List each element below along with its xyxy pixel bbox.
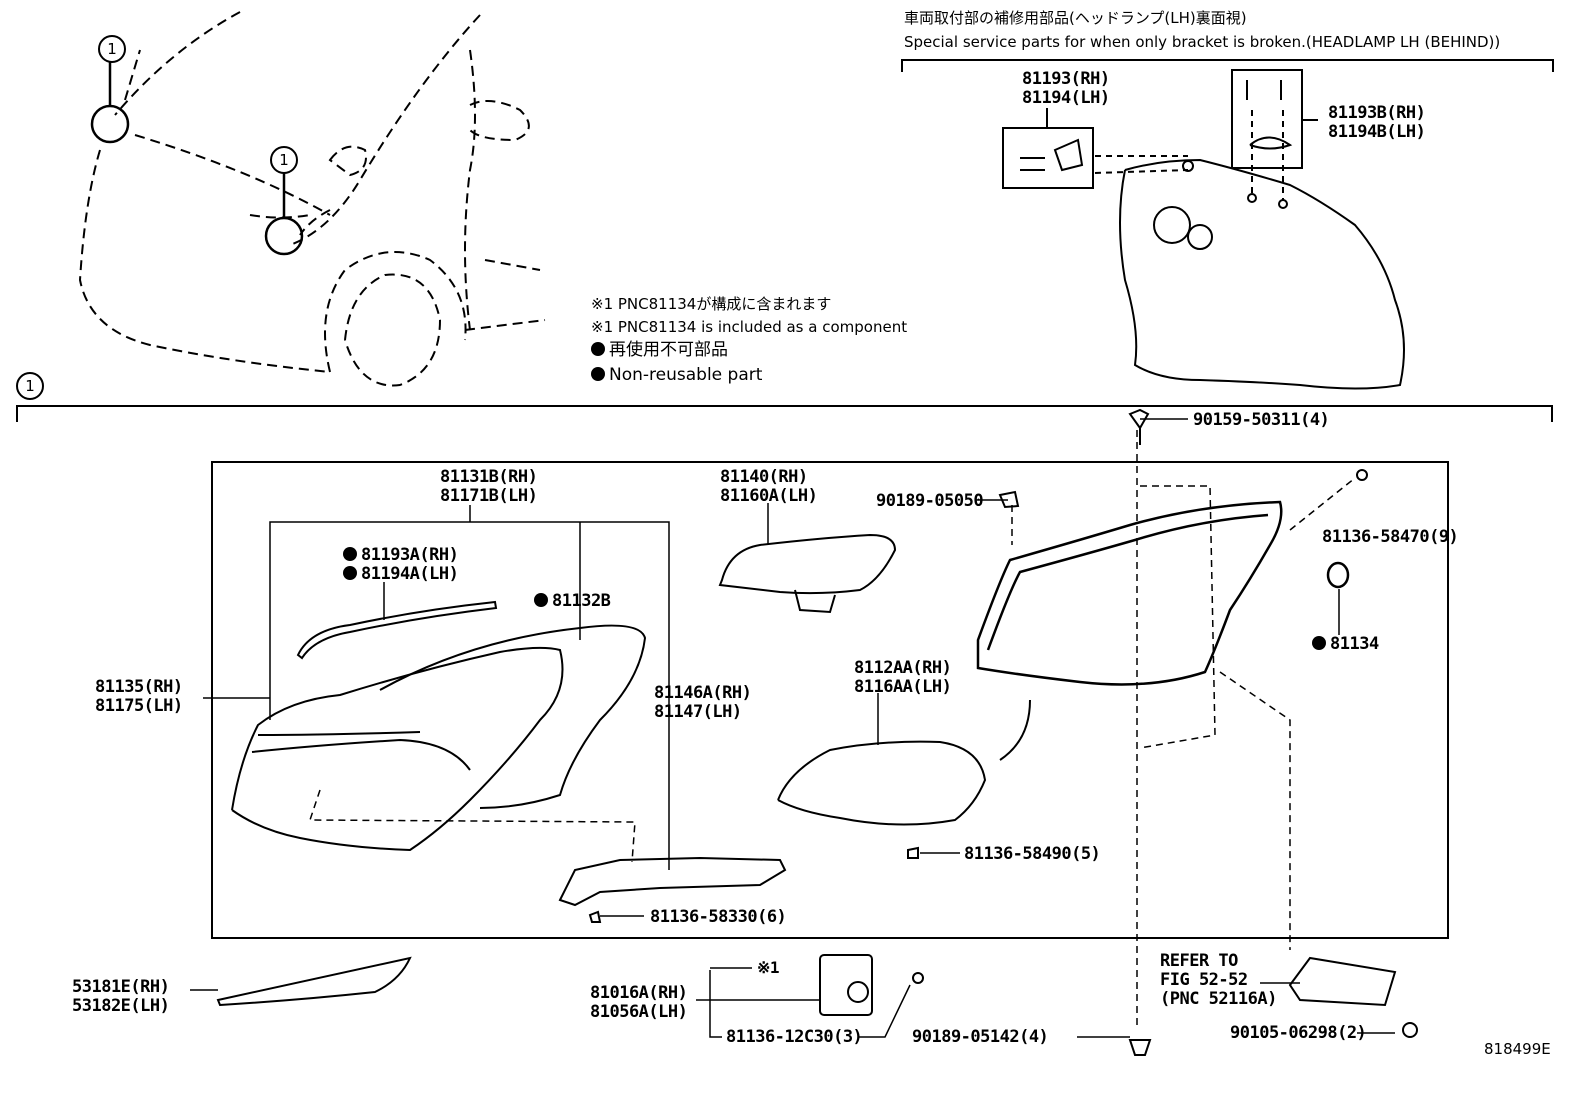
- part-label-8112aa: 8112AA(RH)8116AA(LH): [854, 658, 952, 697]
- part-line: 8116AA(LH): [854, 677, 952, 697]
- part-line: 8112AA(RH): [854, 658, 952, 678]
- reflector-81140: [718, 533, 897, 614]
- part-label-81193: 81193(RH)81194(LH): [1022, 70, 1110, 108]
- bottom-components: [216, 954, 1397, 1016]
- part-label-81136-12c30: 81136-12C30(3): [726, 1027, 863, 1047]
- part-label-81193a: 81193A(RH)81194A(LH): [343, 545, 459, 584]
- part-label-53181e: 53181E(RH)53182E(LH): [72, 977, 170, 1016]
- gasket-81134: [1326, 561, 1350, 589]
- non-reusable-en-text: Non-reusable part: [609, 365, 763, 385]
- non-reusable-dot-icon: [534, 593, 548, 607]
- part-line: 81194(LH): [1022, 88, 1110, 108]
- part-line: 81135(RH): [95, 677, 183, 697]
- part-line: 81193(RH): [1022, 69, 1110, 89]
- part-label-ref-note-1: ※1: [757, 958, 780, 977]
- headlamp-housing: [976, 500, 1283, 686]
- part-line: 81175(LH): [95, 696, 183, 716]
- part-line: 81193A(RH): [361, 545, 459, 565]
- callout-number-1a: 1: [98, 35, 126, 63]
- drl-unit-8112: [777, 699, 1031, 826]
- part-line: 81146A(RH): [654, 683, 752, 703]
- callout-number-1b: 1: [270, 146, 298, 174]
- part-line: 53181E(RH): [72, 977, 170, 997]
- special-service-title-en: Special service parts for when only brac…: [904, 33, 1501, 51]
- part-label-81134: 81134: [1312, 635, 1379, 654]
- part-line: 81132B: [552, 591, 611, 611]
- part-line: 81194A(LH): [361, 564, 459, 584]
- non-reusable-jp-text: 再使用不可部品: [609, 340, 728, 360]
- part-label-90105: 90105-06298(2): [1230, 1023, 1367, 1043]
- non-reusable-dot-icon: [1312, 636, 1326, 650]
- part-line: 81134: [1330, 634, 1379, 654]
- non-reusable-dot-icon: [343, 547, 357, 561]
- part-label-90189-05142: 90189-05142(4): [912, 1027, 1049, 1047]
- part-line: 81194B(LH): [1328, 122, 1426, 142]
- refer-line: (PNC 52116A): [1160, 989, 1277, 1009]
- vehicle-front-sketch: [78, 11, 546, 387]
- part-label-81136-58490: 81136-58490(5): [964, 844, 1101, 864]
- part-label-81140: 81140(RH)81160A(LH): [720, 467, 818, 506]
- part-label-90189-05050: 90189-05050: [876, 491, 984, 511]
- part-label-81146: 81146A(RH)81147(LH): [654, 683, 752, 722]
- part-line: 81171B(LH): [440, 486, 538, 506]
- figure-id: 818499E: [1484, 1040, 1551, 1058]
- legend-non-reusable-en: Non-reusable part: [591, 366, 762, 384]
- part-line: 81140(RH): [720, 467, 808, 487]
- part-label-81131: 81131B(RH)81171B(LH): [440, 467, 538, 506]
- special-service-bracket: [901, 59, 1554, 390]
- part-label-81193b: 81193B(RH)81194B(LH): [1328, 103, 1426, 142]
- refer-line: FIG 52-52: [1160, 970, 1248, 990]
- fasteners: [588, 408, 1418, 1056]
- part-line: 81193B(RH): [1328, 103, 1426, 123]
- part-label-81135: 81135(RH)81175(LH): [95, 678, 183, 716]
- part-line: 81056A(LH): [590, 1002, 688, 1022]
- lamp-circle-markers: [90, 60, 304, 256]
- part-line: 81131B(RH): [440, 467, 538, 487]
- part-label-81132b: 81132B: [534, 591, 611, 611]
- special-service-title-jp: 車両取付部の補修用部品(ヘッドランプ(LH)裏面視): [904, 9, 1247, 27]
- part-line: 53182E(LH): [72, 996, 170, 1016]
- refer-line: REFER TO: [1160, 951, 1238, 971]
- part-line: 81147(LH): [654, 702, 742, 722]
- non-reusable-dot-icon: [591, 367, 605, 381]
- legend-non-reusable-jp: 再使用不可部品: [591, 341, 728, 359]
- non-reusable-dot-icon: [591, 342, 605, 356]
- bracket-part-81146: [558, 856, 787, 907]
- dashed-assembly-lines: [308, 430, 1356, 1025]
- legend-ref-note-jp: ※1 PNC81134が構成に含まれます: [591, 295, 832, 313]
- callout-bracket: [16, 405, 1553, 939]
- part-line: 81160A(LH): [720, 486, 818, 506]
- part-label-81136-58470: 81136-58470(9): [1322, 527, 1459, 547]
- part-label-90159: 90159-50311(4): [1193, 410, 1330, 430]
- part-label-81136-58330: 81136-58330(6): [650, 907, 787, 927]
- non-reusable-dot-icon: [343, 566, 357, 580]
- part-label-81016a: 81016A(RH)81056A(LH): [590, 983, 688, 1022]
- legend-ref-note-en: ※1 PNC81134 is included as a component: [591, 318, 908, 336]
- callout-number-1c: 1: [16, 372, 44, 400]
- headlamp-lens: [231, 600, 647, 852]
- part-line: 81016A(RH): [590, 983, 688, 1003]
